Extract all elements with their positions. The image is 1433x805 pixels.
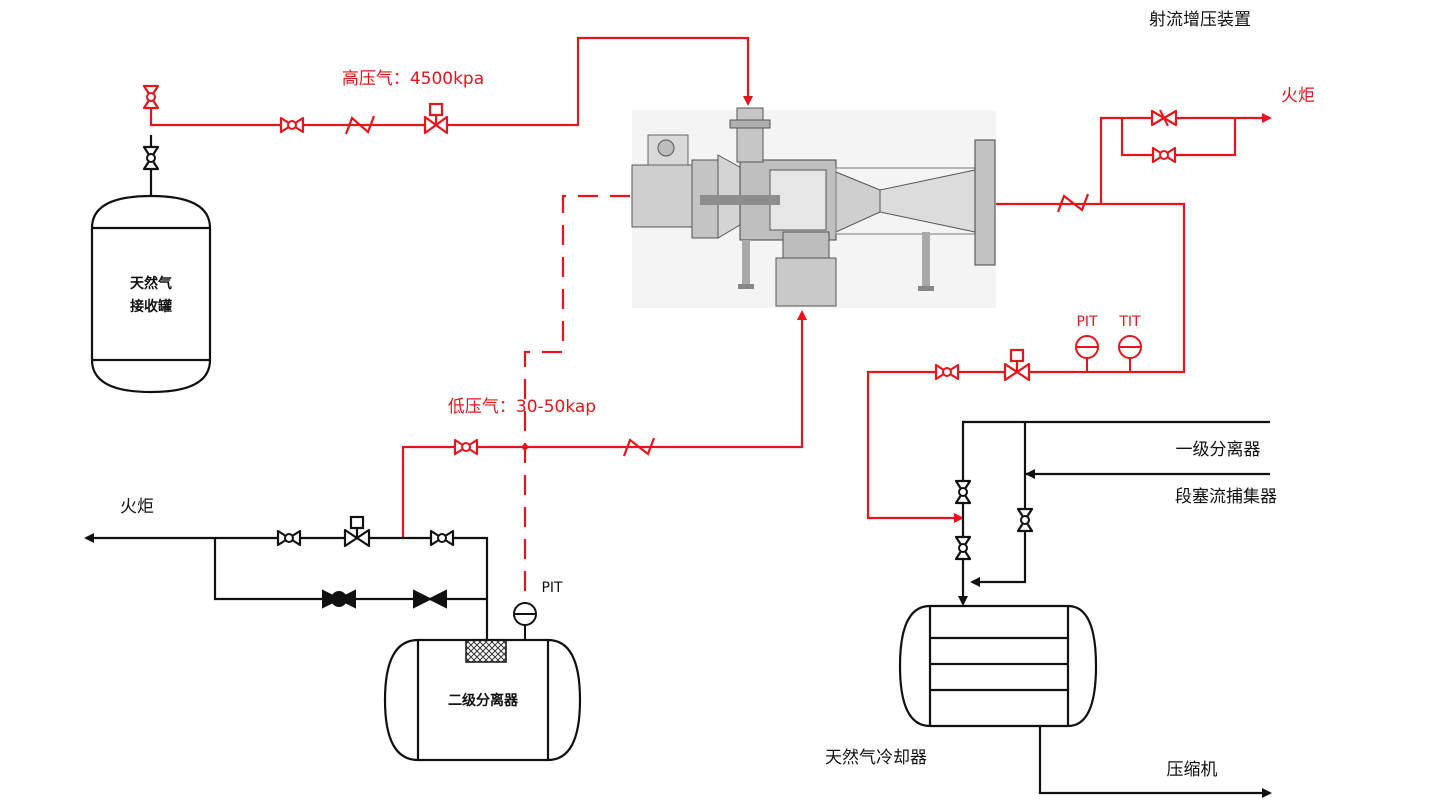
pressure-indicator-icon (1075, 335, 1099, 372)
low-pressure-line (401, 310, 807, 538)
gate-valve-icon[interactable] (142, 84, 160, 110)
gate-valve-icon[interactable] (934, 363, 960, 381)
arrow-icon (1025, 469, 1035, 479)
gate-valve-icon[interactable] (276, 529, 302, 547)
check-valve-icon (1056, 193, 1090, 213)
pressure-indicator-icon (513, 602, 537, 640)
compressor-line (1038, 726, 1272, 798)
control-valve-icon[interactable] (343, 515, 371, 548)
ball-valve-icon[interactable] (322, 589, 356, 609)
pit-bottom-label: PIT (541, 580, 563, 596)
secondary-separator (383, 638, 582, 762)
gate-valve-icon[interactable] (954, 479, 972, 505)
check-valve-icon (344, 115, 376, 135)
gate-valve-icon[interactable] (1151, 146, 1177, 164)
gate-valve-icon[interactable] (429, 529, 455, 547)
pit-top-label: PIT (1076, 314, 1098, 330)
flare-line-left (84, 533, 489, 640)
control-valve-icon[interactable] (1003, 348, 1031, 382)
control-valve-icon[interactable] (423, 102, 449, 135)
primary-separator-label: 一级分离器 (1176, 440, 1261, 460)
pressure-signal-line (523, 194, 630, 600)
gate-valve-icon[interactable] (142, 145, 160, 171)
secondary-separator-label: 二级分离器 (448, 692, 519, 709)
high-pressure-label: 高压气：4500kpa (342, 69, 484, 89)
safety-valve-icon[interactable] (1150, 109, 1178, 127)
gate-valve-icon[interactable] (453, 438, 479, 456)
compressor-label: 压缩机 (1167, 760, 1218, 780)
tit-top-label: TIT (1118, 314, 1141, 330)
ejector-title: 射流增压装置 (1149, 10, 1251, 30)
gas-receiver-label-1: 天然气 (130, 275, 172, 292)
temperature-indicator-icon (1118, 335, 1142, 372)
flare-right-label: 火炬 (1281, 86, 1315, 106)
mist-eliminator (465, 639, 507, 663)
high-pressure-line (149, 36, 753, 127)
gate-valve-icon[interactable] (413, 589, 447, 609)
gate-valve-icon[interactable] (1016, 507, 1034, 533)
low-pressure-label: 低压气：30-50kap (448, 397, 596, 417)
gas-receiver-label-2: 接收罐 (130, 298, 172, 315)
gas-receiver-tank (90, 194, 212, 394)
check-valve-icon (622, 437, 656, 457)
gas-cooler (898, 604, 1098, 728)
gate-valve-icon[interactable] (279, 116, 305, 134)
flare-left-label: 火炬 (120, 497, 154, 517)
gate-valve-icon[interactable] (954, 535, 972, 561)
line-crossing (522, 444, 528, 450)
slug-catcher-label: 段塞流捕集器 (1175, 487, 1277, 507)
gas-cooler-label: 天然气冷却器 (825, 748, 927, 768)
ejector-device (631, 107, 996, 308)
